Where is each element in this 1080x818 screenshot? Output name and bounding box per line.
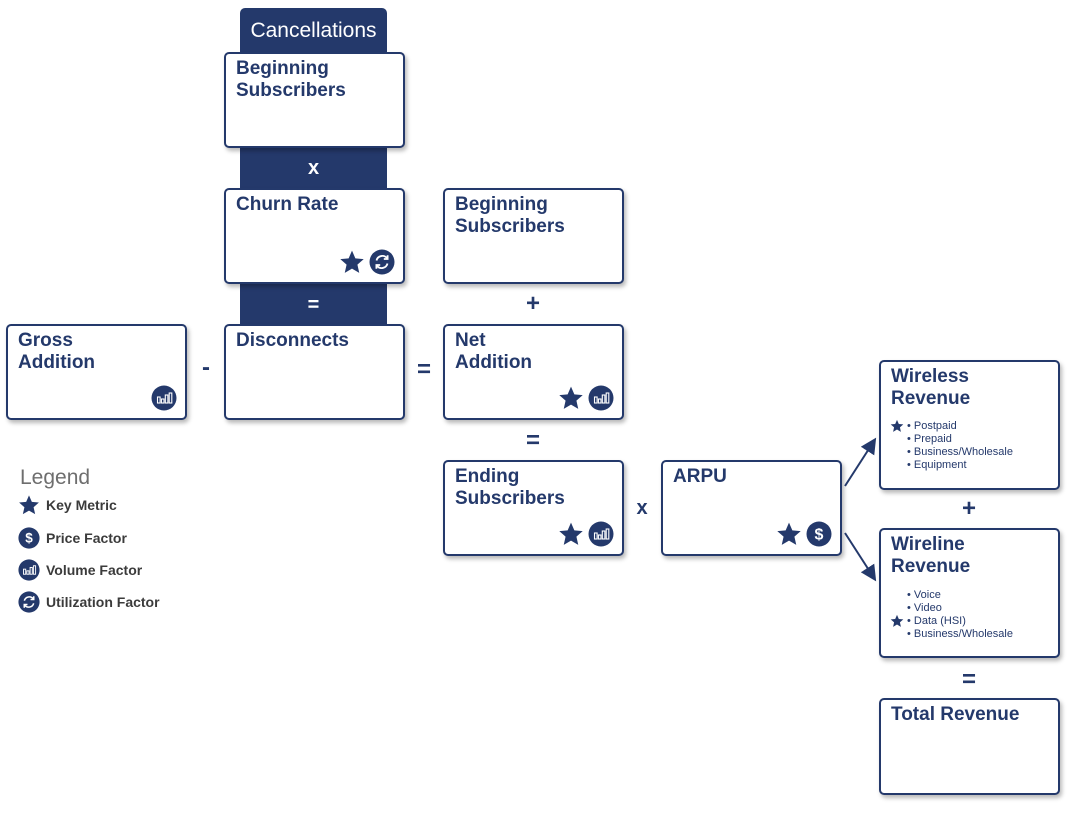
legend-volume-factor: Volume Factor: [18, 559, 142, 581]
beginning-subscribers-box: Beginning Subscribers: [224, 52, 405, 148]
list-item: Prepaid: [907, 433, 1013, 446]
legend-label: Key Metric: [46, 497, 117, 513]
box-title: Total Revenue: [891, 704, 1020, 725]
legend-price-factor: Price Factor: [18, 527, 127, 549]
equals-operator-revenue: =: [961, 666, 976, 693]
legend-label: Volume Factor: [46, 562, 143, 578]
legend-label: Utilization Factor: [46, 594, 160, 610]
equals-operator-net: =: [525, 427, 540, 454]
box-title: ARPU: [673, 466, 727, 487]
net-addition-box: Net Addition: [443, 324, 624, 420]
times-operator: x: [307, 156, 320, 179]
cancellations-tab: Cancellations: [240, 8, 387, 54]
box-title: Wireline Revenue: [891, 534, 971, 577]
list-item: Data (HSI): [907, 615, 1013, 628]
minus-operator: -: [202, 354, 210, 381]
list-item: Business/Wholesale: [907, 446, 1013, 459]
plus-operator-revenue: +: [961, 495, 976, 522]
arrow-to-wireless: [844, 437, 877, 487]
plus-operator: +: [525, 290, 540, 317]
legend-title: Legend: [20, 466, 91, 489]
refresh-cycle-icon: [18, 591, 40, 613]
churn-rate-box: Churn Rate: [224, 188, 405, 284]
disconnects-box: Disconnects: [224, 324, 405, 420]
box-title: Beginning Subscribers: [455, 194, 565, 237]
wireline-revenue-box: Wireline Revenue Voice Video Data (HSI) …: [879, 528, 1060, 658]
list-item: Equipment: [907, 459, 1013, 472]
legend-label: Price Factor: [46, 530, 127, 546]
arpu-box: ARPU: [661, 460, 842, 556]
ending-subscribers-box: Ending Subscribers: [443, 460, 624, 556]
total-revenue-box: Total Revenue: [879, 698, 1060, 795]
box-title: Ending Subscribers: [455, 466, 565, 509]
wireless-items-list: Postpaid Prepaid Business/Wholesale Equi…: [907, 420, 1013, 472]
dollar-icon: [18, 527, 40, 549]
equals-operator: =: [416, 356, 431, 383]
star-icon: [890, 614, 904, 628]
arrow-to-wireline: [844, 532, 877, 582]
box-title: Churn Rate: [236, 194, 339, 215]
legend-utilization-factor: Utilization Factor: [18, 591, 160, 613]
connector-bar-top: [240, 146, 387, 190]
list-item: Business/Wholesale: [907, 628, 1013, 641]
box-title: Gross Addition: [18, 330, 96, 373]
list-item: Video: [907, 602, 1013, 615]
box-title: Net Addition: [455, 330, 533, 373]
list-item: Postpaid: [907, 420, 1013, 433]
wireline-items-list: Voice Video Data (HSI) Business/Wholesal…: [907, 589, 1013, 641]
connector-bar-bottom: [240, 283, 387, 327]
box-title: Disconnects: [236, 330, 349, 351]
equals-operator-bar: =: [307, 293, 320, 316]
box-title: Wireless Revenue: [891, 366, 971, 409]
star-icon: [890, 419, 904, 433]
bar-chart-icon: [18, 559, 40, 581]
box-title: Beginning Subscribers: [236, 58, 346, 101]
star-icon: [18, 494, 40, 516]
legend-key-metric: Key Metric: [18, 494, 117, 516]
times-operator-arpu: x: [636, 497, 648, 519]
list-item: Voice: [907, 589, 1013, 602]
gross-addition-box: Gross Addition: [6, 324, 187, 420]
wireless-revenue-box: Wireless Revenue Postpaid Prepaid Busine…: [879, 360, 1060, 490]
beginning-subscribers-box-2: Beginning Subscribers: [443, 188, 624, 284]
